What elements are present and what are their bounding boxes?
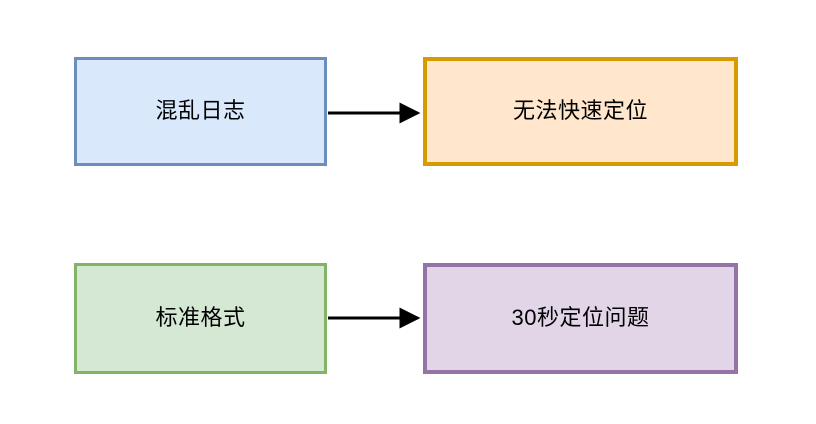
node-locate-in-30s[interactable]: 30秒定位问题 [423,263,738,374]
node-chaotic-logs-label: 混乱日志 [155,98,246,124]
node-standard-format[interactable]: 标准格式 [74,263,327,374]
node-chaotic-logs[interactable]: 混乱日志 [74,57,327,166]
node-cannot-locate[interactable]: 无法快速定位 [423,57,738,166]
node-locate-in-30s-label: 30秒定位问题 [511,305,650,331]
node-standard-format-label: 标准格式 [155,305,246,331]
node-cannot-locate-label: 无法快速定位 [512,98,648,124]
